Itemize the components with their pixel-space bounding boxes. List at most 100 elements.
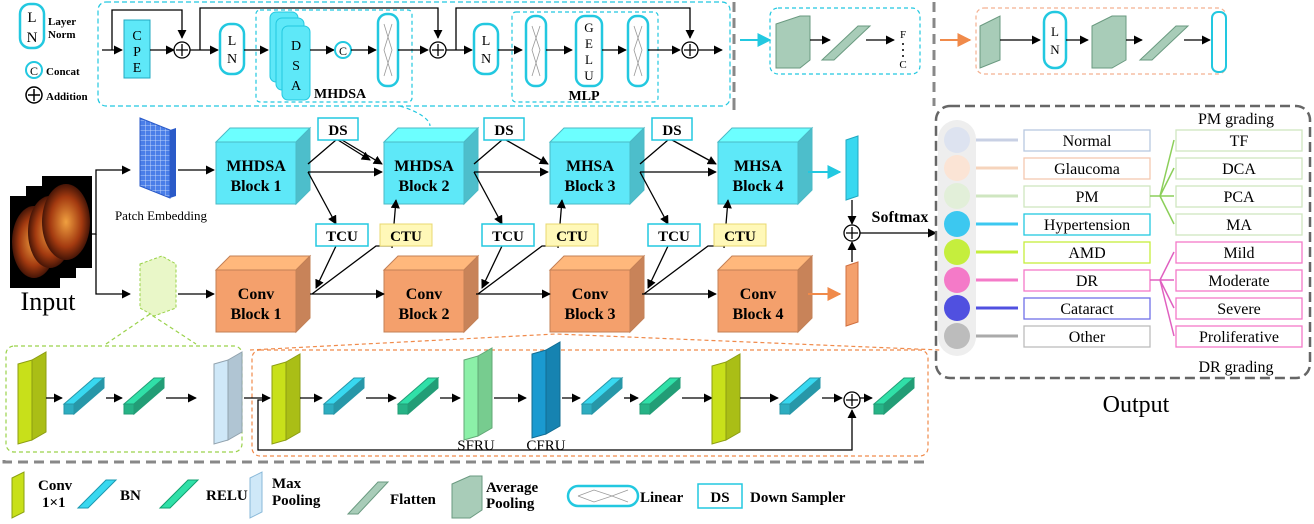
block-bn-2 (580, 376, 624, 416)
ln-legend-letter-l: L (27, 10, 36, 26)
flatten-block-1 (775, 15, 811, 69)
transformer-detail-frame (97, 1, 731, 107)
flatten-block-2 (820, 25, 872, 61)
svg-text:DS: DS (494, 123, 513, 139)
conv-block-3-label-1: Conv (572, 286, 608, 303)
conv-block-4-label-2: Block 4 (732, 306, 783, 323)
svg-text:N: N (481, 52, 491, 67)
pm-grade-label-2: DCA (1222, 161, 1256, 178)
layer-norm-1 (218, 22, 246, 76)
ds-box-3 (651, 117, 693, 141)
conv-legend-label-1: Conv (38, 478, 73, 494)
ds-box-1 (317, 117, 359, 141)
layer-norm-2 (472, 22, 500, 76)
dr-grade-label-1: Mild (1223, 245, 1254, 262)
max-pooling-legend-icon (249, 471, 263, 519)
class-dot-5 (944, 239, 970, 265)
class-label-4: Hypertension (1044, 217, 1130, 234)
conv-legend-icon (11, 471, 25, 519)
down-samplers: DS DS DS (317, 117, 693, 141)
mhdsa-frame (255, 9, 413, 103)
transformer-output-vector (845, 135, 859, 201)
stem-bn (62, 376, 106, 416)
transformer-block-3-label-2: Block 3 (564, 178, 615, 195)
dr-grade-label-3: Severe (1217, 301, 1261, 318)
stem-conv1x1 (17, 351, 47, 445)
block-conv1x1-1 (271, 353, 301, 445)
class-label-1: Normal (1063, 133, 1112, 150)
cpe-letter-c: C (132, 29, 141, 44)
class-box-4 (1023, 213, 1151, 236)
addition-legend-label: Addition (46, 91, 88, 103)
mhdsa-label: MHDSA (314, 87, 367, 102)
dsa-letter-a: A (291, 79, 302, 94)
sfru-label: SFRU (457, 438, 495, 454)
dsa-head (281, 25, 311, 101)
pm-grade-box-1 (1175, 129, 1303, 152)
class-label-5: AMD (1068, 245, 1105, 262)
dr-grade-label-4: Proliferative (1199, 329, 1279, 346)
conv-block-3-label-2: Block 3 (564, 306, 615, 323)
svg-text:DS: DS (662, 123, 681, 139)
avg-pool-2 (1091, 15, 1127, 69)
ctu-detail: L N (940, 7, 1227, 75)
svg-text:L: L (1051, 24, 1059, 39)
max-pooling-legend-label-1: Max (272, 476, 302, 492)
block-conv1x1-2 (711, 353, 741, 445)
transformer-block-2-label-1: MHDSA (394, 158, 454, 175)
pm-grade-label-3: PCA (1223, 189, 1255, 206)
block-relu-2 (638, 376, 682, 416)
flatten-legend-label: Flatten (390, 492, 436, 508)
output-panel: NormalGlaucomaPMHypertensionAMDDRCatarac… (934, 104, 1312, 380)
pm-grading-title: PM grading (1198, 111, 1274, 128)
output-label: Output (1103, 392, 1170, 418)
linear-layer-3 (626, 14, 650, 88)
bn-legend-label: BN (120, 488, 141, 504)
class-dot-8 (944, 323, 970, 349)
transformer-block-4-label-2: Block 4 (732, 178, 783, 195)
svg-text:CTU: CTU (556, 229, 588, 245)
svg-text:L: L (585, 52, 593, 67)
input-label: Input (21, 287, 77, 316)
ctu-box-3 (713, 223, 767, 247)
class-dot-2 (944, 155, 970, 181)
conv-stem (139, 255, 177, 317)
conv-block-4-label-1: Conv (740, 286, 776, 303)
ds-legend-symbol: DS (710, 490, 729, 506)
relu-legend-icon (158, 479, 200, 509)
class-dot-6 (944, 267, 970, 293)
pm-grade-box-2 (1175, 157, 1303, 180)
separator-3 (2, 460, 930, 464)
conv-legend-label-2: 1×1 (42, 495, 66, 511)
class-box-7 (1023, 297, 1151, 320)
ctu-linear (1211, 11, 1227, 73)
class-box-5 (1023, 241, 1151, 264)
conv-block-2-label-2: Block 2 (398, 306, 449, 323)
block-bn-3 (778, 376, 822, 416)
input-images: Input (10, 176, 92, 316)
ln-legend-icon (18, 2, 46, 50)
svg-text:CTU: CTU (390, 229, 422, 245)
layer-norm-label-1: Layer (48, 16, 76, 28)
dr-grade-box-4 (1175, 325, 1303, 348)
avg-pooling-legend-label-2: Pooling (486, 496, 535, 512)
linear-layer-1 (376, 12, 400, 88)
mlp-frame (511, 11, 659, 103)
block-relu-3 (872, 376, 916, 416)
dr-grade-box-1 (1175, 241, 1303, 264)
ln-legend-letter-n: N (27, 30, 38, 46)
class-label-3: PM (1075, 189, 1098, 206)
svg-text:C: C (339, 44, 347, 58)
ctu-layer-norm (1042, 10, 1068, 70)
linear-layer-2 (524, 14, 548, 88)
fc-letter-f: F (900, 29, 906, 41)
class-label-6: DR (1076, 273, 1099, 290)
concat-legend-label: Concat (46, 66, 80, 78)
pm-grade-label-4: MA (1226, 217, 1252, 234)
class-box-8 (1023, 325, 1151, 348)
linear-legend-icon (566, 484, 640, 508)
